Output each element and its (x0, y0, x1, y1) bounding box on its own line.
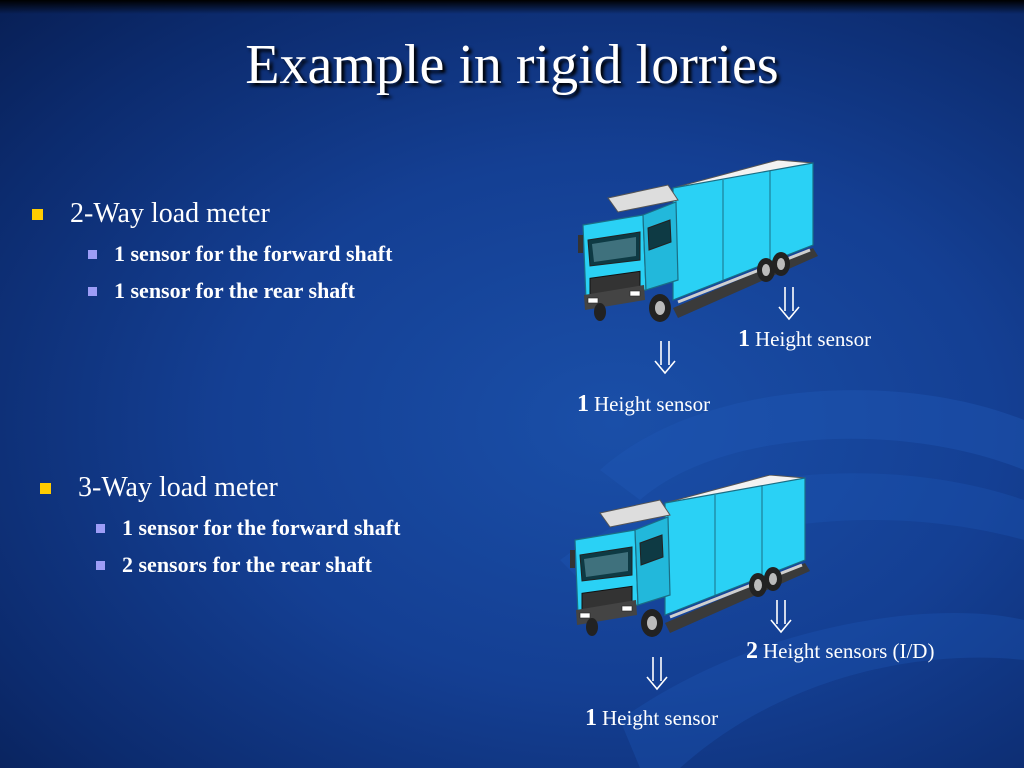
square-bullet-icon (96, 561, 105, 570)
square-bullet-icon (88, 287, 97, 296)
bullet-2way-heading: 2-Way load meter (32, 197, 392, 231)
square-bullet-icon (40, 483, 51, 494)
square-bullet-icon (32, 209, 43, 220)
section-3way: 3-Way load meter 1 sensor for the forwar… (40, 471, 400, 579)
square-bullet-icon (96, 524, 105, 533)
square-bullet-icon (88, 250, 97, 259)
section-2way: 2-Way load meter 1 sensor for the forwar… (32, 197, 392, 305)
down-double-arrow-icon (778, 287, 800, 320)
down-double-arrow-icon (646, 657, 668, 690)
item-text: 1 sensor for the forward shaft (114, 241, 393, 266)
bullet-2way-item-1: 1 sensor for the forward shaft (76, 240, 392, 268)
item-text: 2 sensors for the rear shaft (122, 552, 372, 577)
heading-text: 2-Way load meter (70, 198, 270, 229)
heading-text: 3-Way load meter (78, 472, 278, 503)
bullet-3way-heading: 3-Way load meter (40, 471, 400, 505)
bullet-3way-item-1: 1 sensor for the forward shaft (84, 514, 400, 542)
slide-title: Example in rigid lorries (245, 34, 779, 96)
bullet-2way-item-2: 1 sensor for the rear shaft (76, 277, 392, 305)
down-double-arrow-icon (770, 600, 792, 633)
down-double-arrow-icon (654, 341, 676, 374)
top-shade (0, 0, 1024, 14)
item-text: 1 sensor for the forward shaft (122, 515, 401, 540)
item-text: 1 sensor for the rear shaft (114, 278, 355, 303)
bullet-3way-item-2: 2 sensors for the rear shaft (84, 551, 400, 579)
